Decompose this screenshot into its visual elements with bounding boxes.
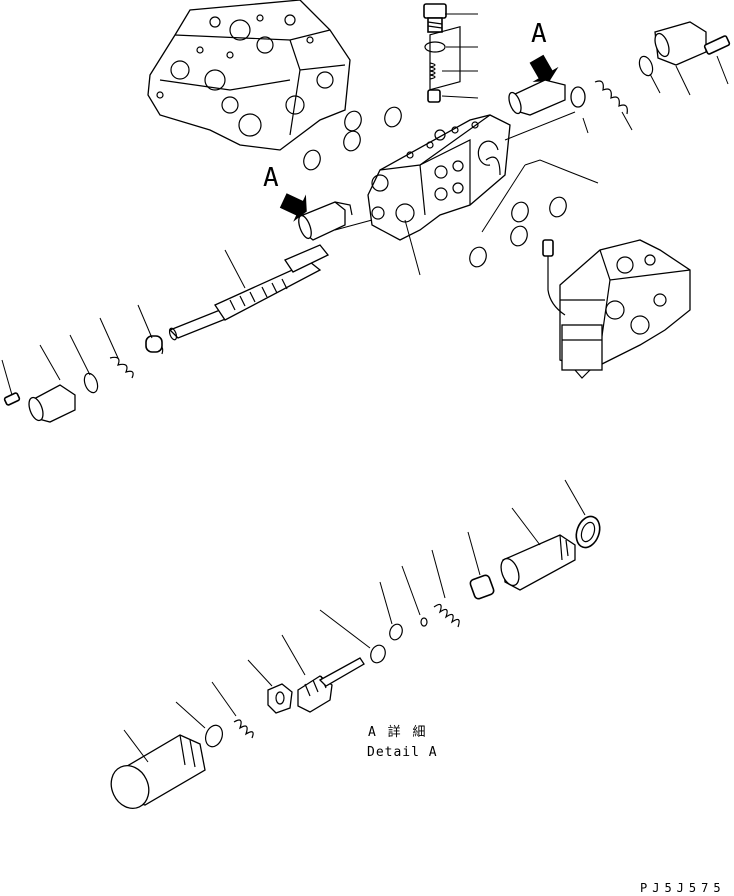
view-marker-top: A xyxy=(531,19,547,49)
o-rings-center-right xyxy=(469,196,567,268)
view-arrow-top-icon xyxy=(529,54,559,82)
detail-caption-en: Detail A xyxy=(367,745,438,760)
left-solenoid-valve xyxy=(298,201,353,241)
main-spool xyxy=(168,244,330,341)
left-spring-and-collar xyxy=(3,335,164,423)
detail-caption-jp: A 詳 細 xyxy=(368,724,427,740)
drawing-code: PJ5J575 xyxy=(640,881,726,895)
view-marker-left: A xyxy=(263,163,279,193)
relief-plug-stack xyxy=(423,3,479,103)
detail-a-exploded-parts xyxy=(110,479,601,809)
right-spring-and-cover xyxy=(594,21,731,115)
o-rings-block-top xyxy=(303,106,402,171)
main-valve-block-illustration xyxy=(147,0,351,151)
valve-section-body xyxy=(367,25,511,241)
right-solenoid-valve xyxy=(508,79,586,116)
left-leader-lines xyxy=(1,219,421,396)
assembled-valve-illustration xyxy=(542,239,691,379)
view-arrow-left-icon xyxy=(279,193,307,222)
right-leader-lines xyxy=(481,55,729,233)
